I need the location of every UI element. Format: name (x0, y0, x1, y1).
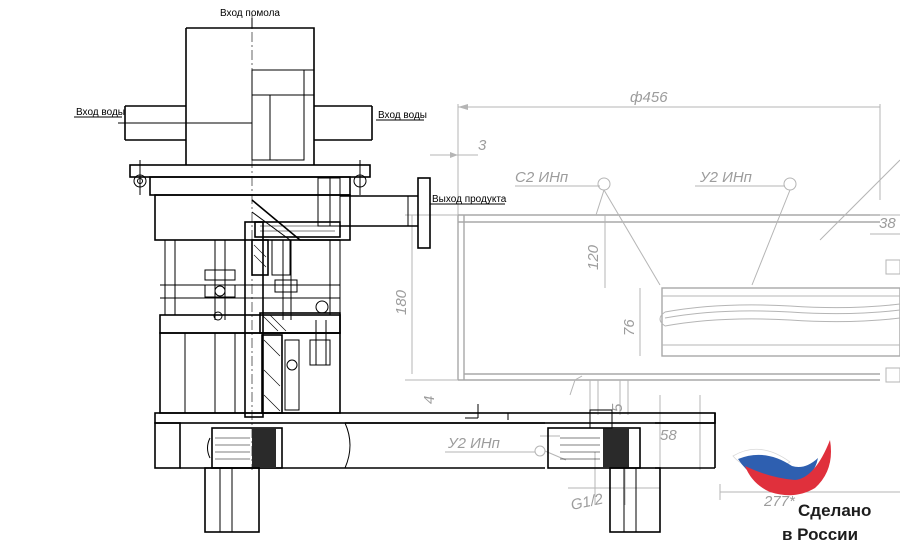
dim-3: 3 (478, 137, 487, 154)
weld-u2-bottom: У2 ИНп (447, 435, 500, 452)
made-in-russia-logo: Сделано в России (732, 440, 871, 544)
weld-c2: С2 ИНп (515, 169, 568, 186)
assembly: Вход воды Вход воды Вход помола (74, 8, 716, 533)
label-water-inlet-left: Вход воды (76, 107, 125, 118)
dim-4: 4 (421, 396, 438, 404)
dim-5: 5 (609, 403, 626, 412)
brand-line2: в России (782, 525, 858, 544)
label-water-inlet-right: Вход воды (378, 110, 427, 121)
dim-38: 38 (879, 215, 896, 232)
dim-76: 76 (621, 319, 638, 336)
dim-120: 120 (585, 244, 602, 270)
label-product-outlet: Выход продукта (432, 194, 507, 205)
dim-thread: G1/2 (569, 490, 605, 514)
dim-58: 58 (660, 427, 677, 444)
weld-u2-top: У2 ИНп (699, 169, 752, 186)
dim-180: 180 (393, 289, 410, 315)
detail-view: ф456 3 С2 ИНп У2 ИНп 120 (393, 89, 900, 514)
brand-line1: Сделано (798, 501, 871, 520)
dim-diameter: ф456 (630, 89, 668, 106)
dim-277: 277* (763, 493, 796, 510)
label-grind-inlet: Вход помола (220, 8, 280, 19)
